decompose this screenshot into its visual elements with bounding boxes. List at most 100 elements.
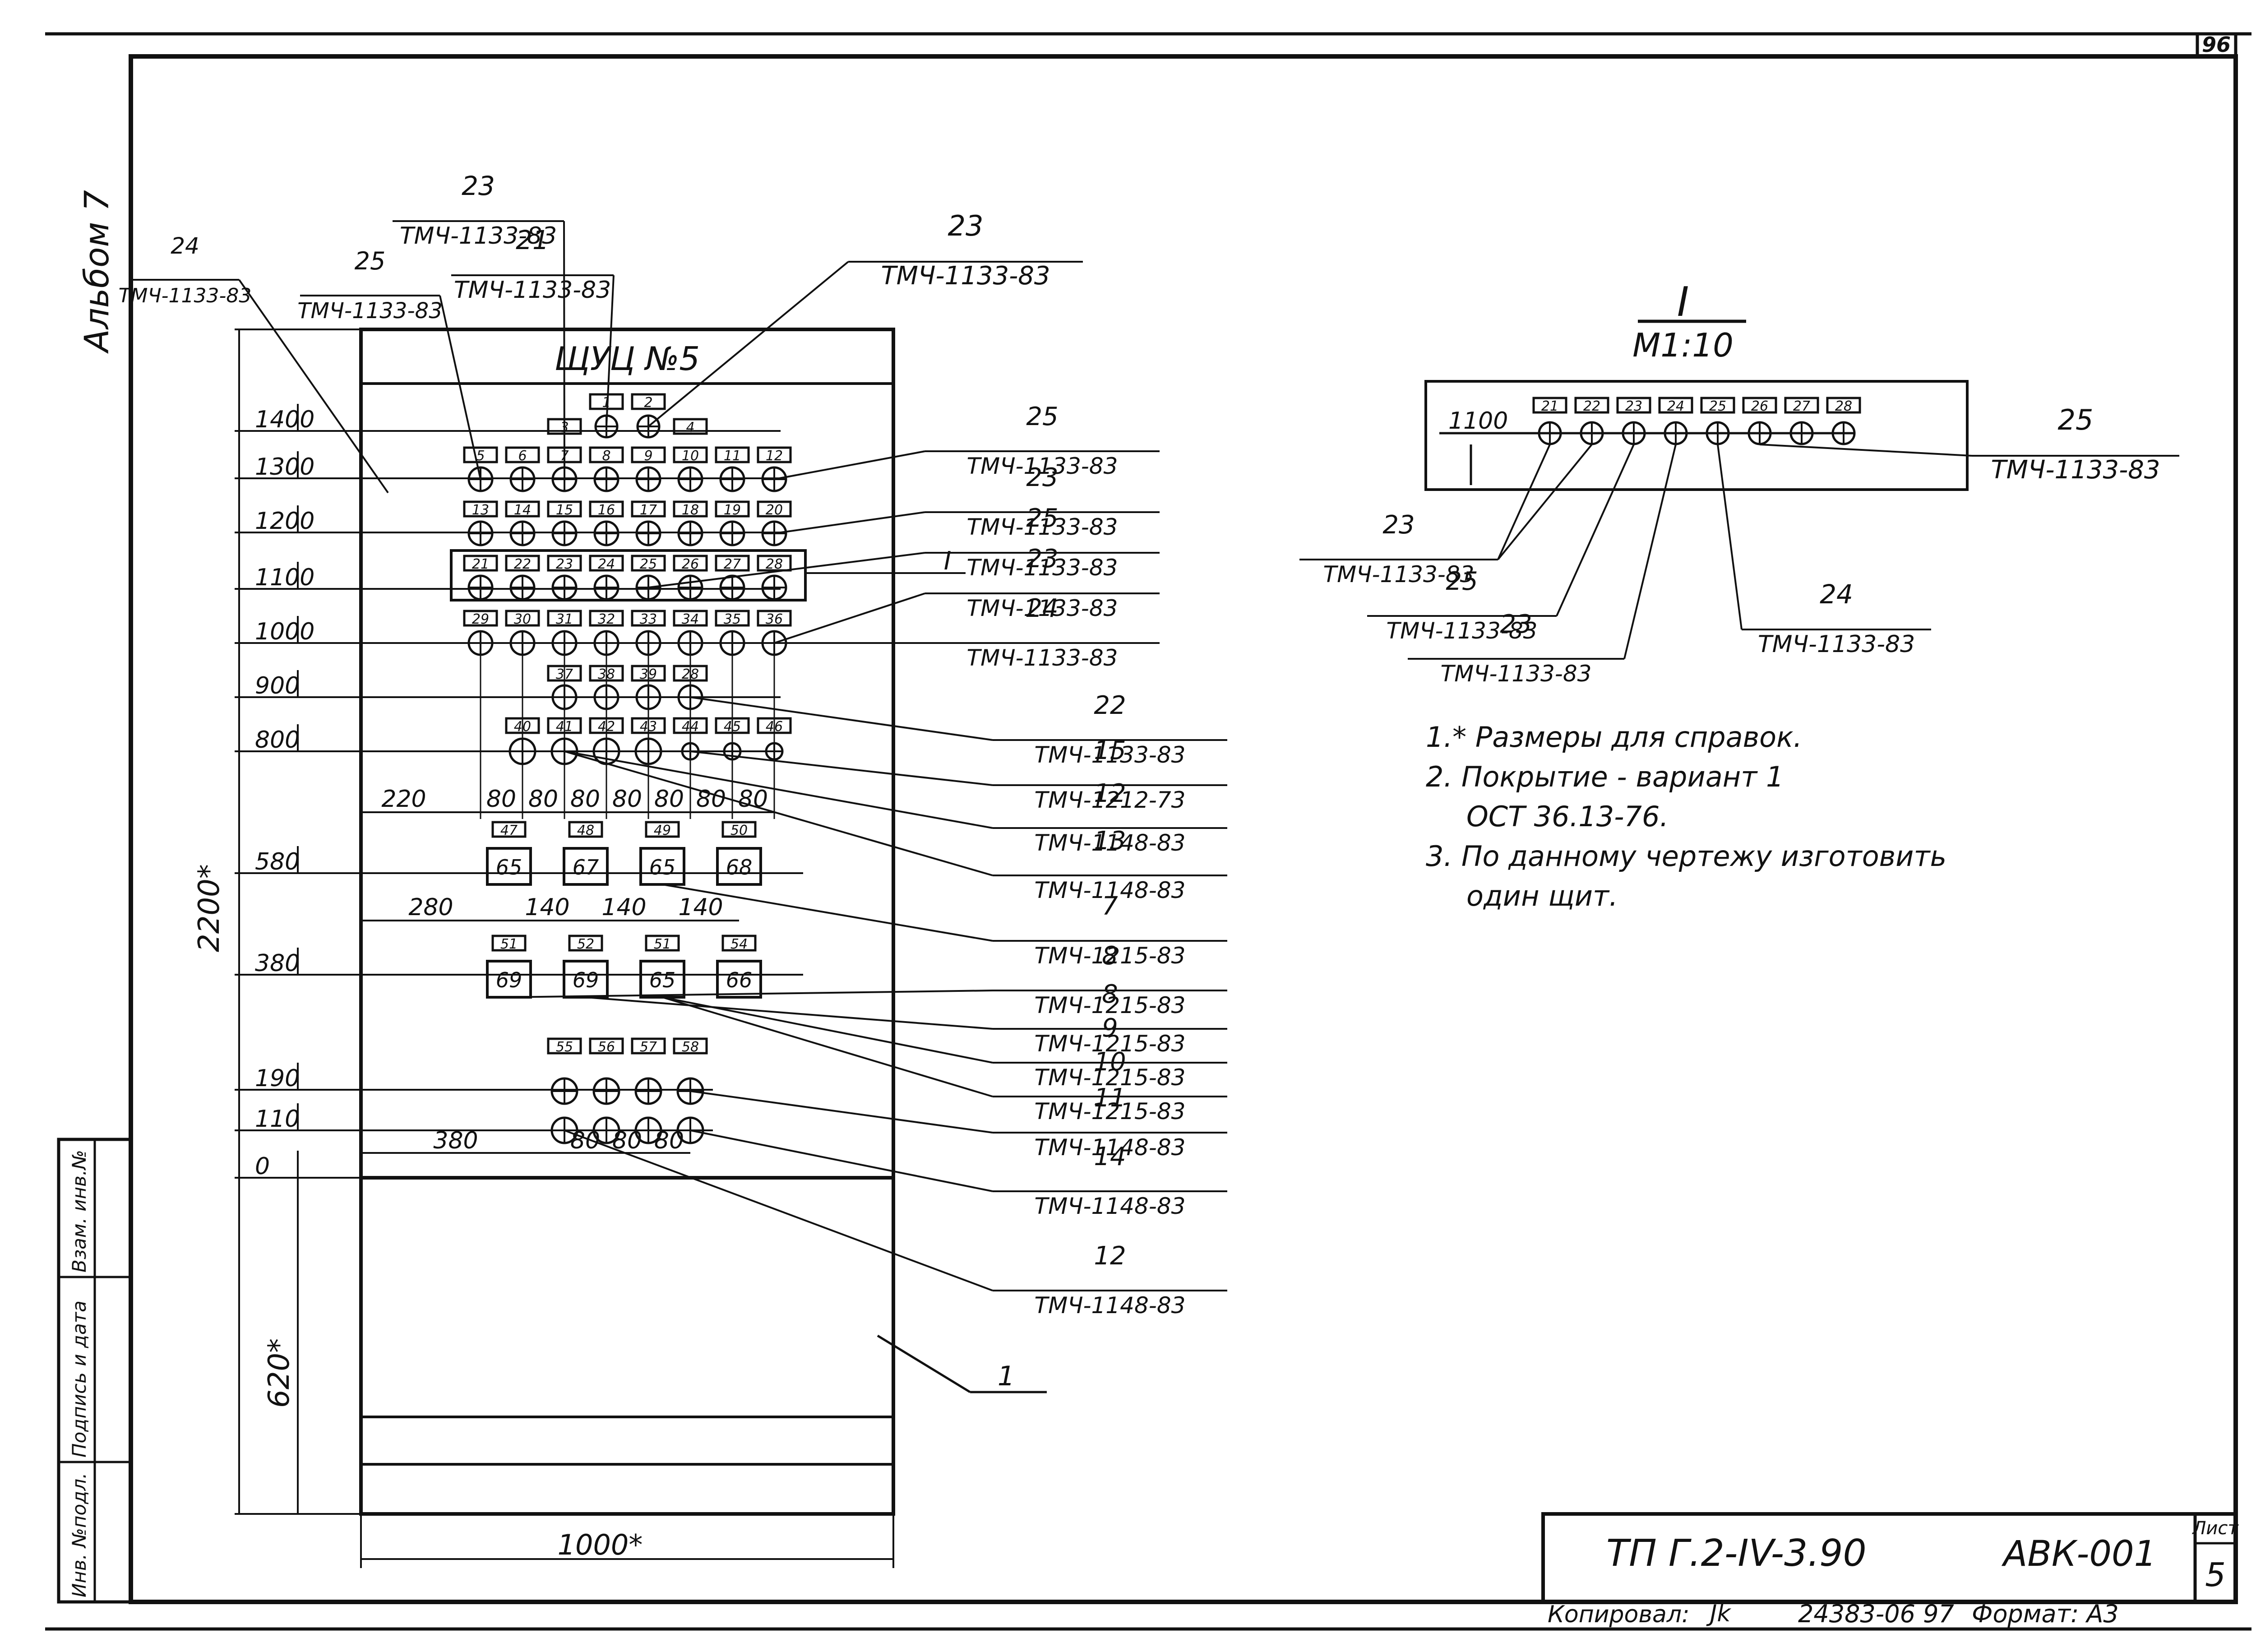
dim-spacing-1-4: 80 bbox=[612, 786, 642, 813]
callout-right-6-leader bbox=[690, 750, 993, 786]
tag-58-r10: 58 bbox=[673, 1037, 708, 1055]
note-2-cont: ОСТ 36.13-76. bbox=[1466, 800, 1669, 833]
note-3-cont: один щит. bbox=[1466, 879, 1618, 912]
dim-spacing-1-6: 80 bbox=[696, 786, 726, 813]
tag-5-r2-label: 5 bbox=[476, 448, 485, 464]
tag-31-r5-box bbox=[547, 610, 582, 627]
tag-10-r2-box bbox=[673, 446, 708, 463]
lamp-13-r3 bbox=[467, 520, 494, 546]
tag-15-r3-label: 15 bbox=[556, 502, 573, 518]
tag-11-r2-label: 11 bbox=[724, 448, 741, 464]
device-380-label-2: 65 bbox=[649, 968, 676, 992]
tag-57-r10: 57 bbox=[631, 1037, 666, 1055]
tag-32-r5-label: 32 bbox=[598, 611, 615, 627]
dim-width: 1000* bbox=[558, 1528, 643, 1561]
tag-48-r8-label: 48 bbox=[577, 823, 594, 838]
tag-50-r8-label: 50 bbox=[730, 823, 748, 838]
tag-36-r5-label: 36 bbox=[766, 611, 783, 627]
side-stamp-3: Взам. инв.№ bbox=[68, 1150, 90, 1273]
level-label-380: 380 bbox=[255, 950, 300, 977]
level-label-190: 190 bbox=[255, 1065, 300, 1092]
tag-11-r2: 11 bbox=[715, 446, 750, 464]
tag-35-r5: 35 bbox=[715, 610, 750, 627]
dim-lower-height: 620* bbox=[263, 1338, 296, 1408]
detail-lamp-21 bbox=[1538, 421, 1562, 445]
lamp-r10-bot-2 bbox=[634, 1116, 662, 1144]
callout-right-0-num: 25 bbox=[1026, 402, 1058, 431]
tag-51-r9: 51 bbox=[491, 935, 527, 952]
lamp-18-r3 bbox=[677, 520, 703, 546]
detail-tag-27-box bbox=[1784, 397, 1819, 414]
lamp-27-r4 bbox=[719, 574, 745, 601]
detail-tag-25-label: 25 bbox=[1709, 398, 1726, 414]
callout-right-12-leader bbox=[662, 996, 993, 1064]
callout-right-7-spec: ТМЧ-1148-83 bbox=[1035, 830, 1186, 856]
tag-58-r10-label: 58 bbox=[682, 1039, 699, 1055]
lamp-r10-bot-1 bbox=[592, 1116, 620, 1144]
callout-right-8-num: 13 bbox=[1094, 826, 1126, 856]
tag-8-r2: 8 bbox=[589, 446, 624, 464]
tag-9-r2: 9 bbox=[631, 446, 666, 464]
callout-right-0-leader bbox=[774, 450, 925, 480]
detail-callout-4-leader bbox=[1717, 444, 1743, 630]
dim-spacing-1-5: 80 bbox=[654, 786, 684, 813]
callout-right-14-spec: ТМЧ-1148-83 bbox=[1035, 1134, 1186, 1161]
callout-right-14-num: 11 bbox=[1094, 1083, 1126, 1113]
tag-20-r3: 20 bbox=[757, 500, 792, 518]
detail-lamp-25 bbox=[1706, 421, 1730, 445]
tag-54-r9-box bbox=[721, 935, 757, 952]
tag-19-r3-box bbox=[715, 500, 750, 518]
callout-right-12-num: 9 bbox=[1102, 1013, 1118, 1043]
callout-right-1-num: 23 bbox=[1026, 463, 1058, 492]
tag-49-r8-label: 49 bbox=[654, 823, 671, 838]
callout-top-0-spec: ТМЧ-1133-83 bbox=[119, 284, 252, 307]
tag-48-r8-box bbox=[568, 821, 603, 838]
callout-right-7-leader bbox=[564, 750, 993, 829]
device-580-label-2: 65 bbox=[649, 855, 676, 879]
level-label-1000: 1000 bbox=[255, 618, 314, 645]
tag-10-r2: 10 bbox=[673, 446, 708, 464]
dim-spacing-1-3: 80 bbox=[570, 786, 600, 813]
dim-spacing-3-1: 80 bbox=[570, 1127, 600, 1154]
tag-52-r9: 52 bbox=[568, 935, 603, 952]
lamp-31-r5 bbox=[551, 630, 578, 656]
doc-code: АВК-001 bbox=[2001, 1534, 2156, 1574]
tag-57-r10-label: 57 bbox=[640, 1039, 657, 1055]
tag-33-r5: 33 bbox=[631, 610, 666, 627]
tag-27-r4-box bbox=[715, 555, 750, 572]
level-label-1300: 1300 bbox=[255, 453, 314, 481]
callout-top-1-spec: ТМЧ-1133-83 bbox=[297, 298, 443, 324]
level-label-110: 110 bbox=[255, 1106, 300, 1133]
callout-right-4-spec: ТМЧ-1133-83 bbox=[967, 645, 1118, 671]
tag-15-r3-box bbox=[547, 500, 582, 518]
lamp-26-r4 bbox=[677, 574, 703, 601]
device-380-label-1: 69 bbox=[573, 968, 599, 992]
tag-27-r4: 27 bbox=[715, 555, 750, 572]
detail-tag-21: 21 bbox=[1532, 397, 1567, 414]
tag-12-r2-box bbox=[757, 446, 792, 463]
level-label-800: 800 bbox=[255, 727, 300, 754]
lamp-14-r3 bbox=[509, 520, 536, 546]
detail-I-frame bbox=[450, 549, 807, 602]
tag-56-r10-box bbox=[589, 1037, 624, 1055]
callout-right-14-leader bbox=[690, 1090, 993, 1134]
tag-29-r5-box bbox=[463, 610, 498, 627]
tag-27-r4-label: 27 bbox=[724, 556, 741, 572]
callout-leaders: 24ТМЧ-1133-8325ТМЧ-1133-8323ТМЧ-1133-832… bbox=[119, 171, 2179, 1319]
device-580-0 bbox=[486, 847, 532, 886]
detail-frame bbox=[1424, 380, 1969, 491]
level-label-1100: 1100 bbox=[255, 564, 314, 591]
tag-22-r4: 22 bbox=[505, 555, 540, 572]
tag-18-r3: 18 bbox=[673, 500, 708, 518]
tag-30-r5-box bbox=[505, 610, 540, 627]
detail-callout-3-spec: ТМЧ-1133-83 bbox=[1441, 661, 1592, 687]
detail-callout-0-leader bbox=[1759, 444, 1972, 457]
tag-54-r9-label: 54 bbox=[730, 936, 748, 952]
lamp-16-r3 bbox=[593, 520, 619, 546]
callout-right-6-num: 15 bbox=[1094, 736, 1126, 765]
tag-20-r3-label: 20 bbox=[766, 502, 783, 518]
callout-right-2-leader bbox=[648, 552, 925, 588]
lamp-33-r5 bbox=[635, 630, 661, 656]
